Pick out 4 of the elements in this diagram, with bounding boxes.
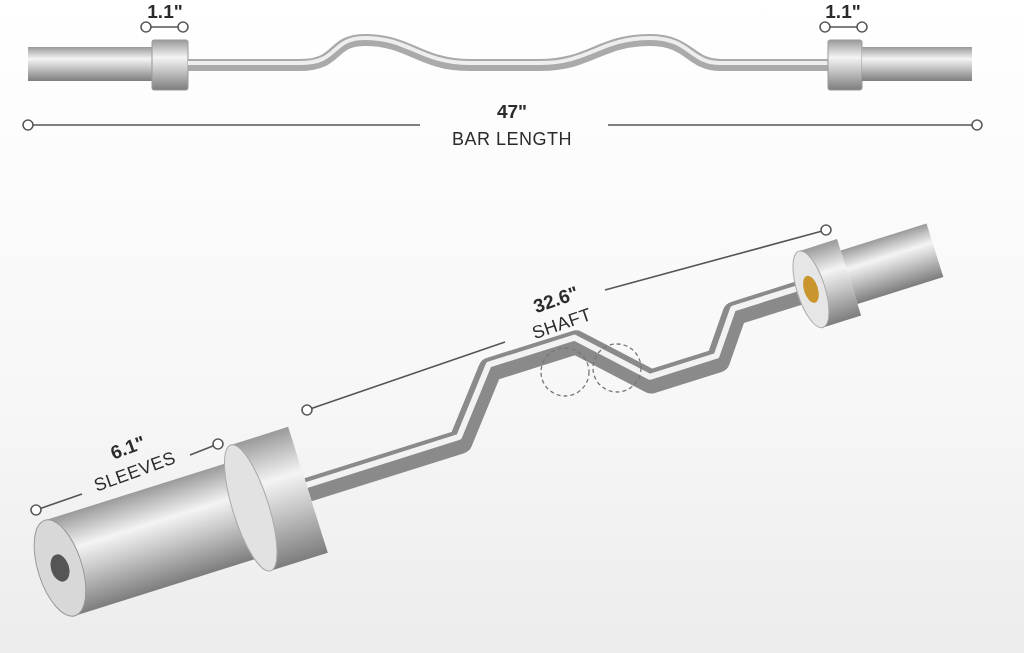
dimension-label: 1.1" — [147, 1, 183, 23]
dimension-label: 1.1" — [825, 1, 861, 23]
dimension-label: BAR LENGTH — [452, 128, 572, 150]
dimension-label: 47" — [496, 101, 528, 123]
